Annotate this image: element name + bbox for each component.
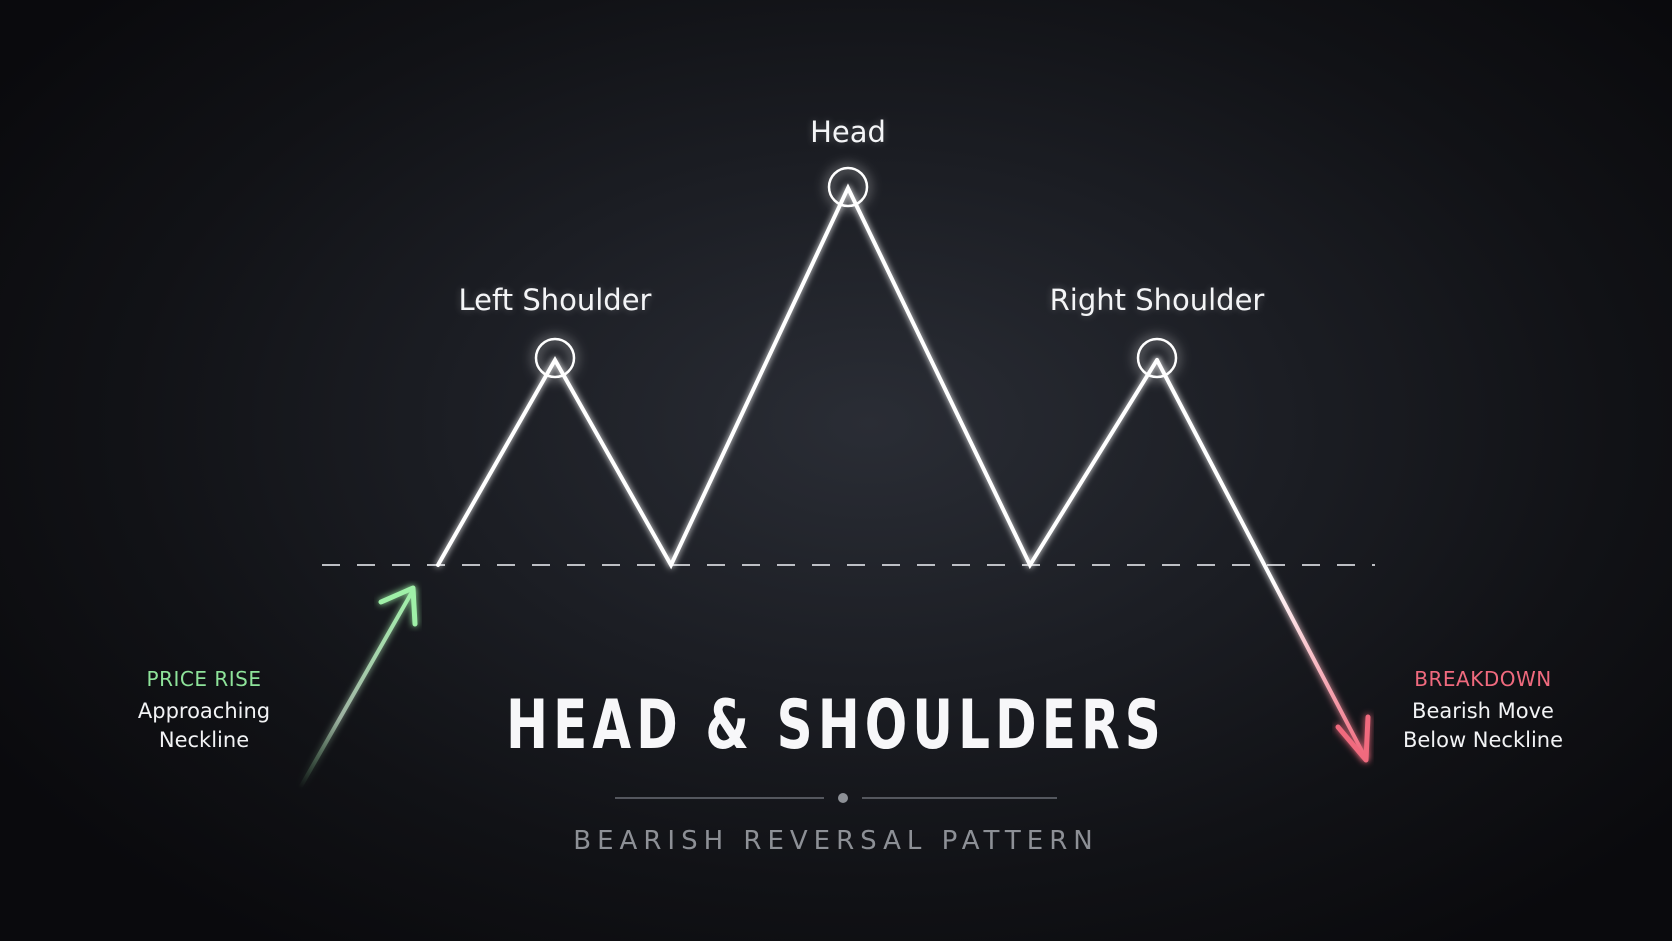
- left-shoulder-label: Left Shoulder: [458, 283, 652, 317]
- price-rise-line2: Neckline: [158, 728, 250, 752]
- price-rise-note: PRICE RISE Approaching Neckline: [138, 667, 270, 755]
- left-shoulder-marker: [534, 337, 576, 379]
- diagram-title: HEAD & SHOULDERS: [506, 686, 1166, 765]
- price-rise-title: PRICE RISE: [146, 667, 262, 691]
- head-label: Head: [810, 115, 886, 149]
- breakdown-line2: Below Neckline: [1402, 728, 1564, 752]
- price-rise-line1: Approaching: [137, 699, 271, 723]
- breakdown-line: [1155, 358, 1367, 759]
- price-path: [436, 183, 1159, 570]
- right-shoulder-label: Right Shoulder: [1049, 283, 1265, 317]
- right-shoulder-marker: [1136, 337, 1178, 379]
- breakdown-arrowhead: [1335, 714, 1371, 763]
- breakdown-title: BREAKDOWN: [1414, 667, 1552, 691]
- rise-arrow-line: [298, 590, 414, 790]
- rise-arrowhead: [378, 585, 418, 627]
- head-marker: [827, 166, 869, 208]
- divider-dot: [838, 793, 848, 803]
- diagram-subtitle: BEARISH REVERSAL PATTERN: [573, 826, 1099, 856]
- breakdown-line1: Bearish Move: [1412, 699, 1554, 723]
- breakdown-note: BREAKDOWN Bearish Move Below Neckline: [1403, 667, 1563, 755]
